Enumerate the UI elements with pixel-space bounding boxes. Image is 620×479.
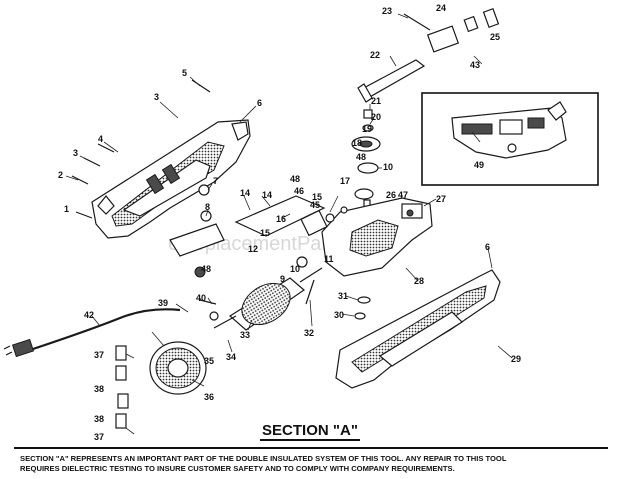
callout-9: 9	[280, 274, 285, 284]
callout-36: 36	[204, 392, 214, 402]
callout-2: 2	[58, 170, 63, 180]
callout-33: 33	[240, 330, 250, 340]
leader-lines	[65, 13, 513, 435]
callout-10: 10	[383, 162, 393, 172]
small-hardware	[199, 210, 371, 321]
callout-39: 39	[158, 298, 168, 308]
note-line-1: SECTION "A" REPRESENTS AN IMPORTANT PART…	[20, 454, 507, 463]
callout-4: 4	[98, 134, 103, 144]
callout-6b: 6	[485, 242, 490, 252]
callout-32: 32	[304, 328, 314, 338]
callout-43: 43	[470, 60, 480, 70]
callout-3: 3	[154, 92, 159, 102]
callout-37b: 37	[94, 432, 104, 442]
adjuster-assembly	[357, 8, 500, 103]
callout-31: 31	[338, 291, 348, 301]
callout-25: 25	[490, 32, 500, 42]
callout-14a: 14	[240, 188, 250, 198]
power-cord	[3, 308, 181, 358]
dielectric-testing-note: SECTION "A" REPRESENTS AN IMPORTANT PART…	[20, 454, 612, 474]
callout-15b: 15	[260, 228, 270, 238]
callout-48c: 48	[201, 264, 211, 274]
callout-12: 12	[248, 244, 258, 254]
switch-assembly	[169, 195, 348, 278]
part-callouts: 5 3 6 4 3 2 1 7 8 23 24 25 43 22 21 20 1…	[58, 3, 521, 442]
callout-21: 21	[371, 96, 381, 106]
callout-26: 26	[386, 190, 396, 200]
callout-16: 16	[276, 214, 286, 224]
callout-20: 20	[371, 112, 381, 122]
section-title-text: SECTION "A"	[260, 422, 360, 441]
callout-30: 30	[334, 310, 344, 320]
callout-15: 15	[312, 192, 322, 202]
callout-38b: 38	[94, 414, 104, 424]
callout-40: 40	[196, 293, 206, 303]
callout-34: 34	[226, 352, 236, 362]
handle-right-half	[335, 269, 501, 389]
callout-19: 19	[362, 124, 372, 134]
callout-37a: 37	[94, 350, 104, 360]
callout-27: 27	[436, 194, 446, 204]
callout-8: 8	[205, 202, 210, 212]
cable-clamp-7	[198, 184, 210, 196]
armature	[213, 267, 323, 331]
callout-10b: 10	[290, 264, 300, 274]
callout-29: 29	[511, 354, 521, 364]
gear-case	[321, 197, 433, 277]
divider-rule	[14, 447, 608, 449]
callout-24: 24	[436, 3, 446, 13]
callout-23: 23	[382, 6, 392, 16]
callout-28: 28	[414, 276, 424, 286]
callout-49: 49	[474, 160, 484, 170]
callout-22: 22	[370, 50, 380, 60]
callout-48b: 48	[290, 174, 300, 184]
inset-detail-box	[421, 92, 599, 186]
callout-14b: 14	[262, 190, 272, 200]
callout-45: 45	[310, 200, 320, 210]
callout-17: 17	[340, 176, 350, 186]
section-title: SECTION "A"	[0, 422, 620, 441]
callout-1: 1	[64, 204, 69, 214]
callout-46: 46	[294, 186, 304, 196]
housing-left-half	[91, 119, 251, 239]
callout-5: 5	[182, 68, 187, 78]
callout-7: 7	[213, 176, 218, 186]
callout-6: 6	[257, 98, 262, 108]
callout-38a: 38	[94, 384, 104, 394]
brush-holders	[115, 345, 129, 429]
callout-47: 47	[398, 190, 408, 200]
callout-18: 18	[352, 138, 362, 148]
note-line-2: REQUIRES DIELECTRIC TESTING TO INSURE CU…	[20, 464, 455, 473]
callout-42: 42	[84, 310, 94, 320]
callout-11: 11	[324, 254, 334, 264]
callout-3b: 3	[73, 148, 78, 158]
callout-48a: 48	[356, 152, 366, 162]
callout-35: 35	[204, 356, 214, 366]
field-coil	[149, 341, 207, 395]
